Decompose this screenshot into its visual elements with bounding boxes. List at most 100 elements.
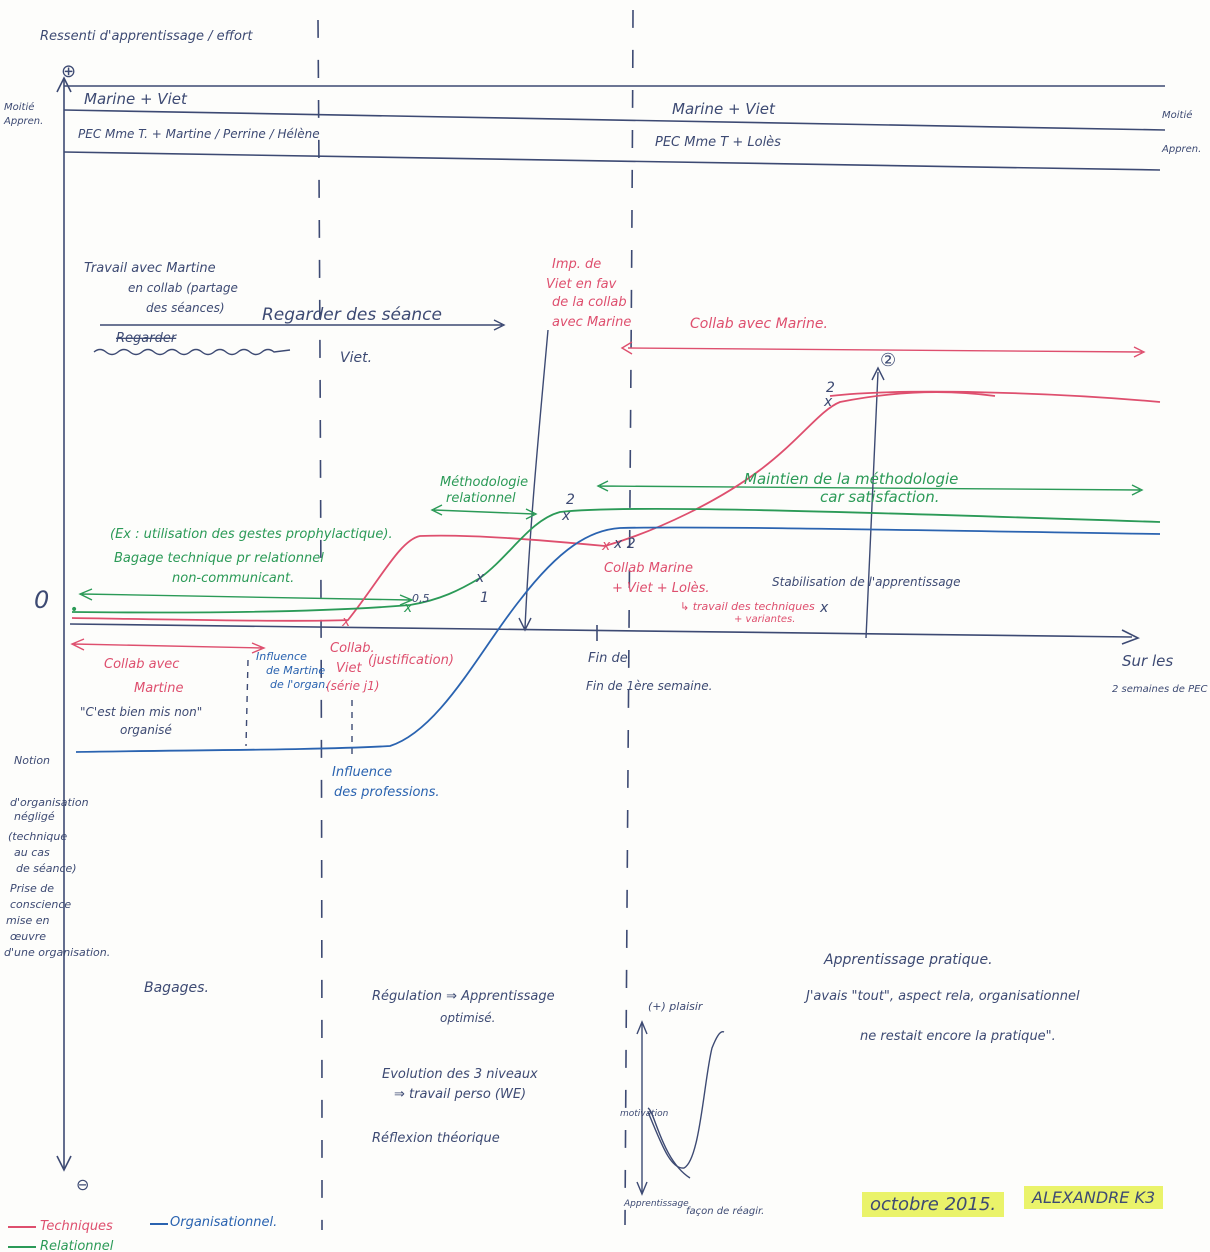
- imp-line-3: de la collab: [552, 295, 627, 310]
- marker-mid-label-1: Fin de: [588, 651, 628, 666]
- marker-1: 1: [480, 590, 489, 606]
- marker-x2: x 2: [613, 536, 636, 552]
- ex-line-2: Bagage technique pr relationnel: [114, 551, 324, 566]
- notion-line-11: d'une organisation.: [4, 946, 110, 959]
- axis-plus-sign: ⊕: [61, 61, 76, 82]
- axis-arrow-top: [56, 76, 72, 93]
- travail-line-1: Travail avec Martine: [84, 261, 216, 276]
- collab-mv-line-1: Collab Marine: [604, 561, 693, 576]
- band-row1-left: Marine + Viet: [84, 90, 188, 108]
- notion-line-9: mise en: [6, 914, 50, 927]
- methodo-line-2: relationnel: [446, 491, 516, 506]
- end-label-1: Sur les: [1122, 652, 1173, 670]
- notion-line-1: Notion: [14, 754, 50, 767]
- band-row1-right: Marine + Viet: [672, 100, 776, 118]
- legend-techniques-label: Techniques: [40, 1219, 113, 1234]
- marker-x-tech-1: x: [341, 614, 351, 630]
- band-line-3: [63, 151, 1161, 171]
- notion-line-4: (technique: [8, 830, 67, 843]
- ex-line-3: non-communicant.: [172, 571, 294, 586]
- stabilisation-label: Stabilisation de l'apprentissage: [772, 575, 961, 589]
- notion-line-3: négligé: [14, 810, 55, 823]
- imp-line-4: avec Marine: [552, 315, 631, 330]
- circle2-label: ②: [880, 350, 896, 371]
- marker-x-rel-3: x: [561, 508, 571, 524]
- marker-x-rel-1: x: [403, 600, 413, 616]
- collab-viet-line-1: Collab.: [330, 641, 375, 656]
- travail-tech-line-1: ↳ travail des techniques: [680, 600, 815, 613]
- marker-x-rel-2: x: [475, 570, 485, 586]
- marker-05: 0,5: [412, 592, 430, 605]
- collab-viet-line-3: (série j1): [326, 679, 379, 693]
- axis-arrow-right: [1121, 629, 1140, 645]
- appr-line-2: J'avais "tout", aspect rela, organisatio…: [803, 989, 1080, 1004]
- methodo-line-1: Méthodologie: [440, 475, 528, 490]
- ex-line-1: (Ex : utilisation des gestes prophylacti…: [110, 527, 393, 542]
- influence-martine-line-3: de l'organ.: [270, 678, 329, 691]
- circle2-arrow: [865, 366, 885, 639]
- imp-line-1: Imp. de: [552, 257, 601, 272]
- legend-organisationnel-label: Organisationnel.: [170, 1215, 277, 1230]
- collab-mv-line-2: + Viet + Lolès.: [612, 581, 710, 596]
- regarder-arrow: [100, 319, 506, 331]
- bien-line-2: organisé: [120, 723, 172, 737]
- legend-relationnel-label: Relationnel: [40, 1239, 114, 1252]
- end-label-2: 2 semaines de PEC Mme T.: [1112, 684, 1210, 695]
- curve-techniques: [71, 391, 996, 622]
- mini-axis-arrow: [636, 1020, 648, 1196]
- band-right-label-2: Appren.: [1161, 144, 1201, 155]
- band-right-label-1: Moitié: [1162, 109, 1192, 121]
- band-labels: Ressenti d'apprentissage / effort ⊕ ⊖ 0 …: [3, 29, 1201, 1194]
- bien-line-1: "C'est bien mis non": [80, 705, 202, 719]
- horizontal-axis: [69, 623, 1133, 638]
- marker-2-tech: 2: [826, 380, 835, 396]
- axis-arrow-bottom: [56, 1155, 72, 1172]
- mini-plus-label: (+) plaisir: [648, 1000, 704, 1013]
- mini-diagram-text: (+) plaisir motivation Apprentissage faç…: [620, 1000, 764, 1217]
- imp-line-2: Viet en fav: [546, 277, 617, 292]
- annotation-text: Travail avec Martine en collab (partage …: [4, 257, 1210, 959]
- notion-line-2: d'organisation: [10, 796, 89, 809]
- maintien-line-2: car satisfaction.: [820, 488, 939, 506]
- collab-viet-line-2: Viet: [336, 661, 363, 676]
- collab-martine-line-1: Collab avec: [104, 657, 179, 672]
- curve-techniques-ext: [829, 390, 1161, 403]
- axes: [56, 9, 1166, 1231]
- mini-curve-2: [647, 1107, 691, 1179]
- axis-zero-label: 0: [34, 586, 49, 614]
- influence-martine-line-2: de Martine: [266, 664, 325, 677]
- imp-arrow: [518, 329, 549, 632]
- markers: x x x 2 x 0,5 x 1 x 2 x 2 x •: [70, 380, 835, 630]
- marker-dot: •: [70, 602, 78, 618]
- band-left-label-1: Moitié: [4, 101, 34, 113]
- influence-martine-line-1: Influence: [256, 650, 307, 663]
- notion-line-7: Prise de: [10, 882, 54, 895]
- travail-line-3: des séances): [146, 301, 225, 315]
- axis-top-label: Ressenti d'apprentissage / effort: [40, 29, 253, 44]
- band-row2-left: PEC Mme T. + Martine / Perrine / Hélène: [78, 127, 320, 141]
- influence-prof-line-2: des professions.: [334, 785, 440, 800]
- viet-wavy-line: [93, 348, 291, 356]
- marker-x-stab: x: [819, 600, 829, 616]
- separator-1: [317, 19, 323, 1231]
- band-row2-right: PEC Mme T + Lolès: [655, 135, 781, 150]
- bagages-label: Bagages.: [144, 980, 209, 996]
- regarder-label: Regarder des séance: [262, 305, 442, 325]
- regarder-strike-label: Regarder: [116, 331, 178, 346]
- maintien-arrow: [596, 480, 1144, 496]
- influence-prof-line-1: Influence: [332, 765, 392, 780]
- marker-mid-label: Fin de 1ère semaine.: [586, 679, 712, 693]
- influence-dash-1: [245, 659, 249, 747]
- mini-curve: [647, 1031, 725, 1169]
- regulation-line-1: Régulation ⇒ Apprentissage: [372, 989, 555, 1004]
- notion-line-5: au cas: [14, 846, 50, 859]
- regulation-line-2: optimisé.: [440, 1011, 495, 1025]
- travail-line-2: en collab (partage: [128, 281, 238, 295]
- appr-line-3: ne restait encore la pratique".: [860, 1029, 1056, 1044]
- notion-line-8: conscience: [10, 898, 71, 911]
- ex-arrow: [78, 588, 414, 606]
- curves: [71, 390, 1161, 753]
- date-stamp: octobre 2015.: [862, 1192, 1005, 1217]
- maintien-line-1: Maintien de la méthodologie: [744, 470, 958, 488]
